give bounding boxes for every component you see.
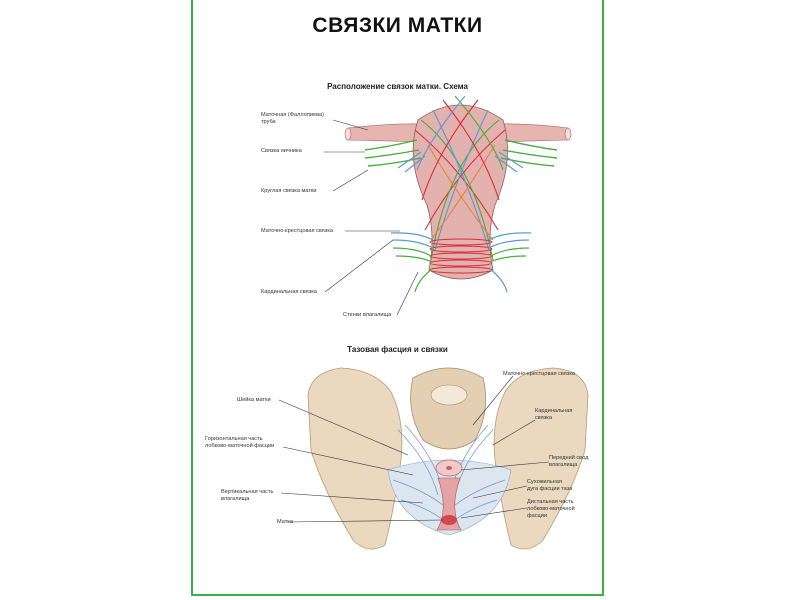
- ovary-ligaments: [364, 139, 558, 167]
- label-distal-part: Дистальная часть лобково-маточной фасции: [527, 499, 575, 519]
- label-uterus: Матка: [277, 519, 293, 525]
- fallopian-tubes: [344, 123, 572, 143]
- poster-title: СВЯЗКИ МАТКИ: [312, 14, 483, 37]
- label-round-ligament: Круглая связка матки: [261, 188, 317, 194]
- label-uterosacral-ligament-2: Маточно-крестцовая связка: [503, 371, 576, 377]
- sacrum: [410, 367, 487, 450]
- pelvis-leader-lines: [278, 375, 550, 523]
- pelvis-figure: [307, 367, 589, 550]
- label-tendinous-arch: Сухожильная дуга фасции таза: [527, 479, 573, 492]
- schema-leader-lines: [324, 119, 419, 316]
- label-cervix: Шейка матки: [237, 397, 271, 403]
- round-ligaments: [397, 151, 524, 173]
- cardinal-ligaments: [390, 232, 532, 293]
- label-vertical-part: Вертикальная часть влагалища: [221, 489, 274, 502]
- label-ovary-ligament: Связка яичника: [261, 148, 302, 154]
- ligament-fibers: [414, 95, 506, 261]
- label-cardinal-ligament: Кардинальная связка: [261, 289, 317, 295]
- label-horizontal-part: Горизонтальная часть лобково-маточной фа…: [205, 436, 275, 449]
- poster-frame: СВЯЗКИ МАТКИ Расположение связок матки. …: [191, 0, 604, 596]
- uterus-schema-figure: [278, 95, 589, 550]
- schema-subtitle: Расположение связок матки. Схема: [327, 82, 468, 91]
- label-fallopian-tube: Маточная (Фаллопиева) труба: [261, 112, 324, 125]
- pelvis-subtitle: Тазовая фасция и связки: [347, 345, 448, 354]
- label-anterior-fornix: Передний свод влагалища: [549, 455, 589, 468]
- label-cardinal-ligament-2: Кардинальная связка: [535, 408, 573, 421]
- label-uterosacral-ligament: Маточно-крестцовая связка: [261, 228, 334, 234]
- label-vaginal-walls: Стенки влагалища: [343, 312, 392, 318]
- pelvic-fascia-fibers: [392, 424, 506, 521]
- uterus-shape: [441, 515, 457, 525]
